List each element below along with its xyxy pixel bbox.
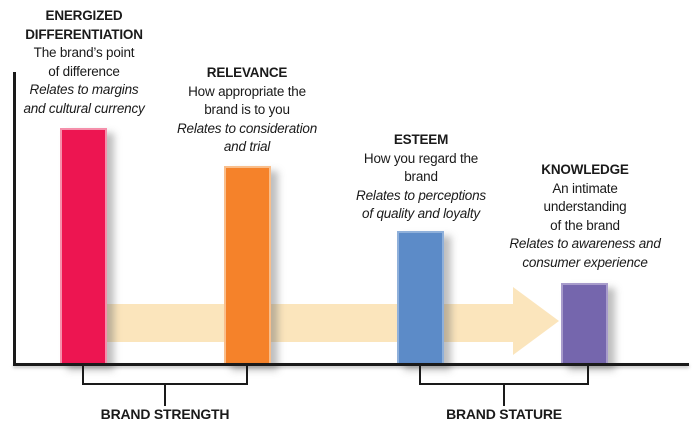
progression-arrow-shaft (107, 304, 514, 342)
progression-arrow-head-icon (513, 287, 559, 355)
pillar-desc-line: of difference (48, 63, 120, 79)
pillar-title-line: ENERGIZED (45, 8, 123, 23)
pillar-desc-line: understanding (543, 199, 627, 214)
pillar-title-line: ESTEEM (393, 132, 449, 147)
pillar-note-line: and trial (223, 139, 271, 154)
pillar-note-line: Relates to perceptions (356, 187, 486, 203)
label-energized-differentiation: ENERGIZED DIFFERENTIATION The brand’s po… (0, 7, 168, 118)
pillar-note-line: Relates to consideration (176, 120, 318, 136)
pillar-desc-line: How you regard the (363, 150, 479, 166)
label-relevance: RELEVANCE How appropriate the brand is t… (163, 64, 331, 157)
pillar-desc-line: The brand’s point (33, 45, 135, 60)
label-knowledge: KNOWLEDGE An intimate understanding of t… (501, 161, 669, 272)
bracket-tick-brand-stature (503, 385, 505, 406)
bracket-tick-brand-strength (164, 385, 166, 406)
pillar-desc-line: of the brand (550, 217, 620, 233)
bar-energized-differentiation (60, 128, 107, 365)
pillar-note-line: Relates to margins (29, 82, 139, 97)
pillar-note-line: consumer experience (522, 254, 648, 270)
y-axis-line (13, 72, 16, 366)
pillar-title-line: KNOWLEDGE (541, 162, 629, 177)
bracket-brand-strength (82, 366, 248, 385)
pillar-note-line: of quality and loyalty (362, 206, 480, 221)
bar-esteem (397, 231, 444, 365)
pillar-desc-line: How appropriate the (188, 83, 306, 99)
pillar-note-line: Relates to awareness and (509, 236, 661, 251)
pillar-desc-line: brand (404, 169, 438, 184)
group-label-brand-strength: BRAND STRENGTH (100, 406, 230, 422)
pillar-desc-line: An intimate (552, 180, 618, 196)
group-label-brand-stature: BRAND STATURE (446, 406, 562, 422)
baseline (13, 363, 689, 366)
bar-knowledge (561, 283, 608, 365)
bar-relevance (224, 166, 271, 365)
pillar-title-line: RELEVANCE (206, 65, 288, 80)
label-esteem: ESTEEM How you regard the brand Relates … (337, 131, 505, 224)
pillar-title-line: DIFFERENTIATION (25, 26, 143, 42)
pillar-desc-line: brand is to you (204, 102, 290, 117)
bracket-brand-stature (419, 366, 589, 385)
pillar-note-line: and cultural currency (23, 100, 145, 116)
